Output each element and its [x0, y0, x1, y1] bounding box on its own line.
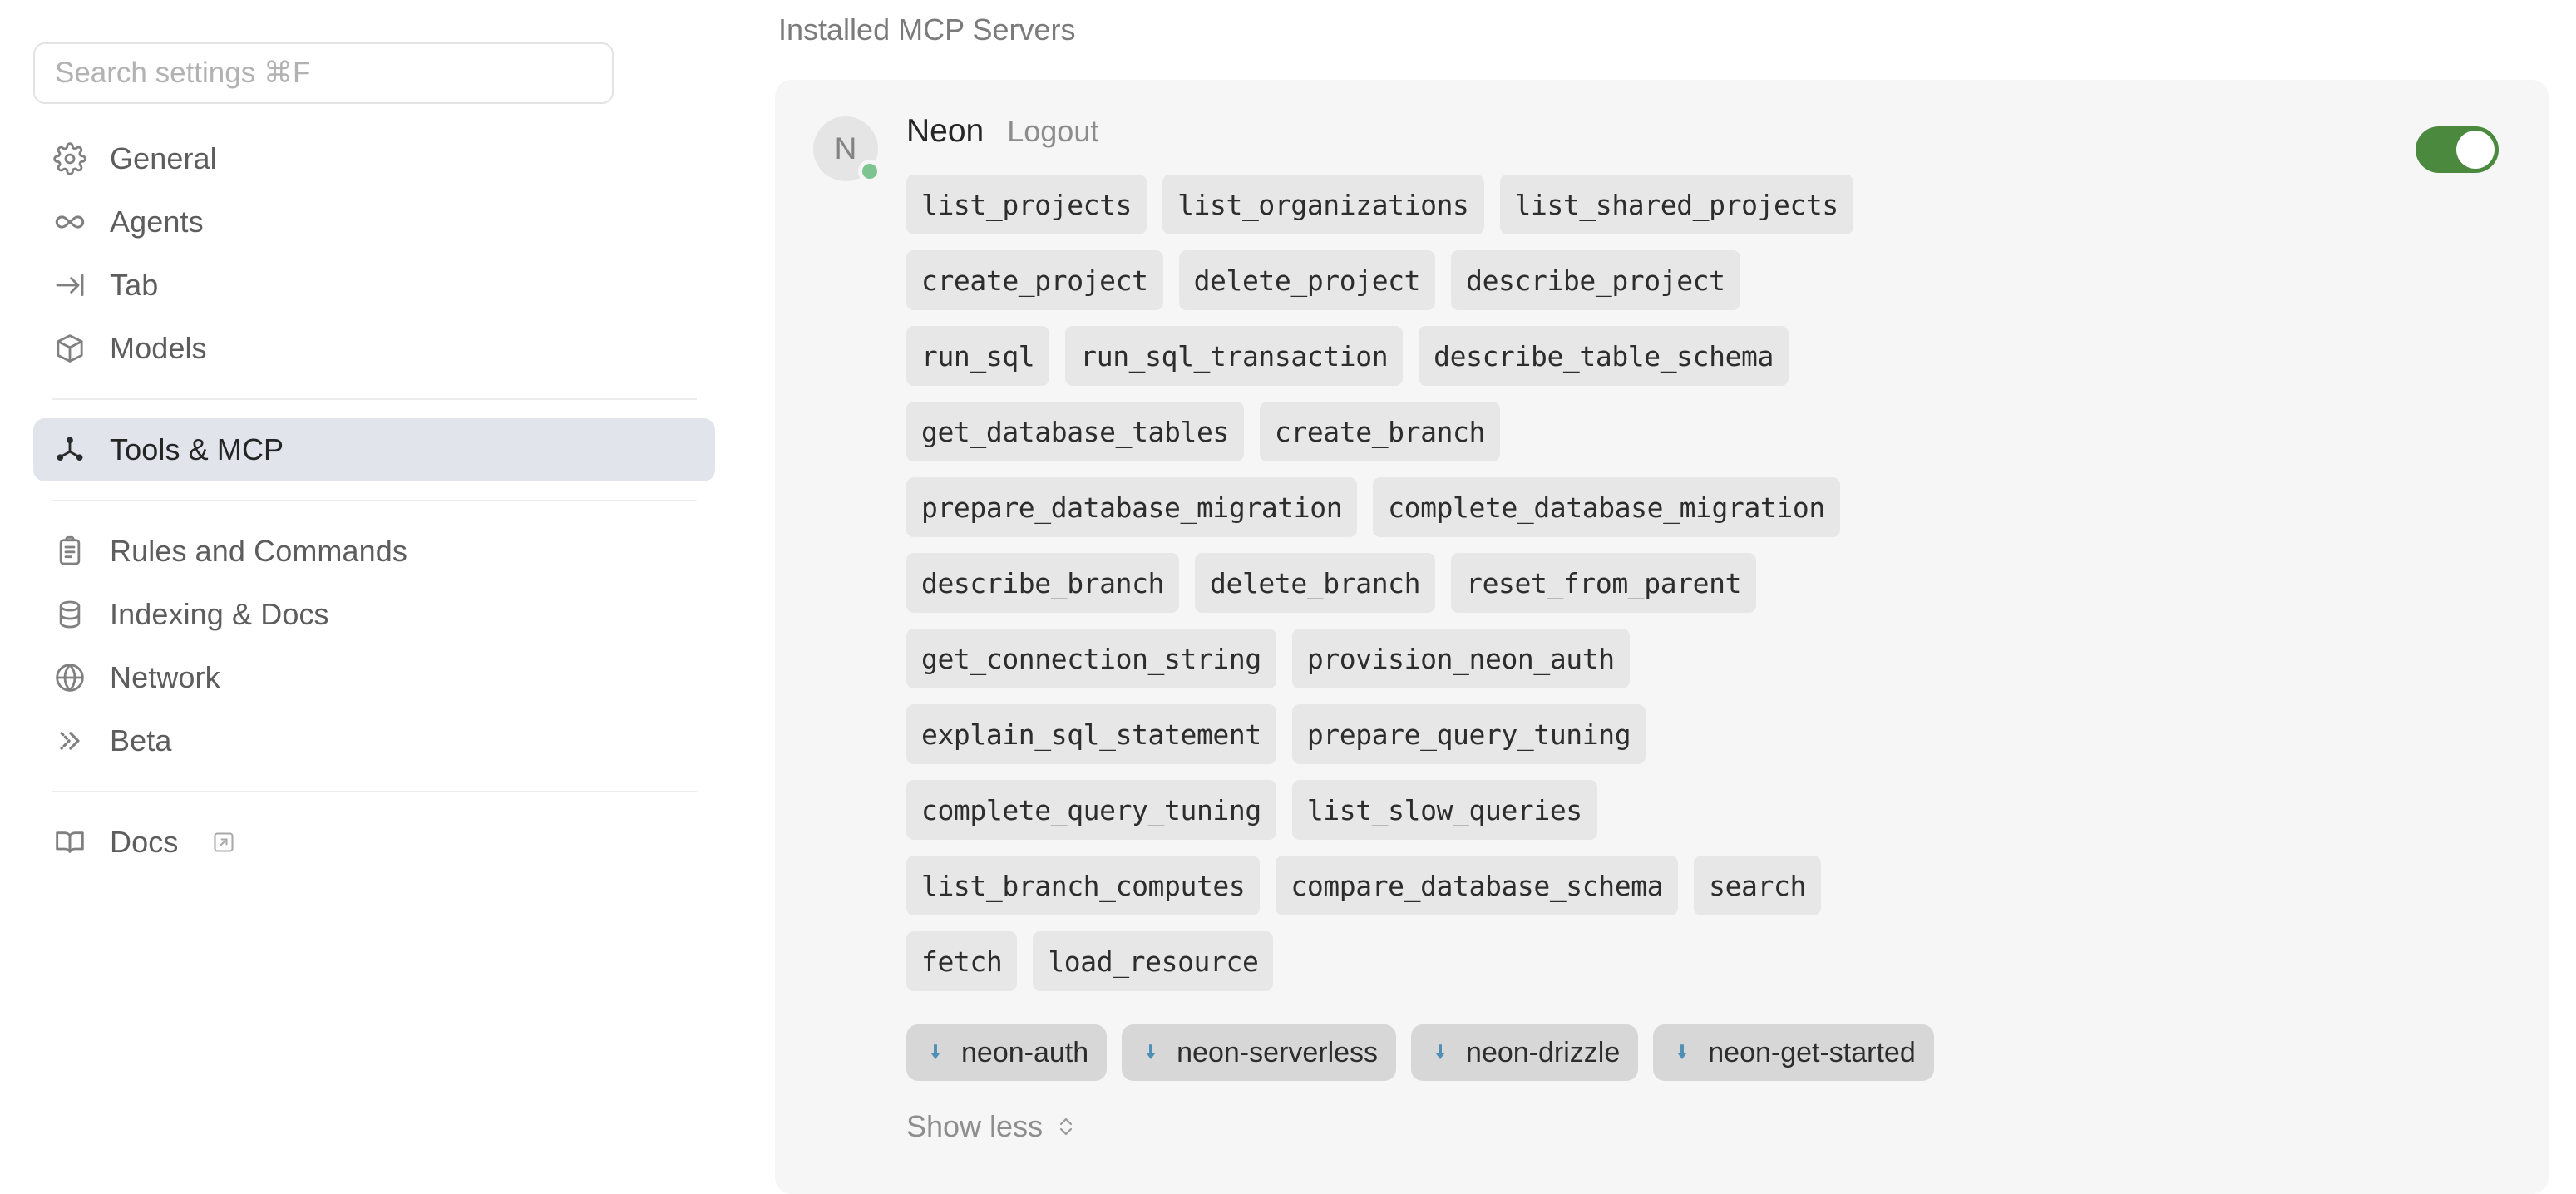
- sidebar-group-secondary: Rules and Commands Indexing & Docs: [33, 520, 715, 772]
- sidebar-item-network[interactable]: Network: [33, 646, 715, 709]
- mcp-server-card-neon: N Neon Logout list_projects list_organiza…: [775, 80, 2549, 1194]
- tool-chip[interactable]: describe_branch: [906, 553, 1180, 613]
- tool-chip[interactable]: delete_project: [1178, 250, 1436, 310]
- tool-chip[interactable]: create_branch: [1259, 402, 1500, 461]
- sidebar-divider-1: [52, 398, 697, 400]
- search-input[interactable]: [55, 57, 592, 90]
- resource-chip-label: neon-get-started: [1708, 1036, 1916, 1068]
- clipboard-icon: [52, 533, 88, 570]
- sidebar-item-label: Models: [110, 331, 207, 365]
- sidebar-item-tab[interactable]: Tab: [33, 254, 715, 317]
- resource-chip[interactable]: neon-serverless: [1122, 1024, 1397, 1081]
- download-arrow-icon: [1429, 1039, 1453, 1066]
- resource-chip-label: neon-serverless: [1177, 1036, 1379, 1068]
- resource-chip-label: neon-auth: [961, 1036, 1089, 1068]
- tool-chip[interactable]: list_projects: [906, 175, 1147, 234]
- main-panel: Installed MCP Servers N Neon Logout list…: [748, 0, 2576, 1194]
- sidebar-divider-3: [52, 791, 697, 792]
- resource-chip[interactable]: neon-get-started: [1653, 1024, 1934, 1081]
- sidebar-group-primary: General Agents Tab: [33, 127, 715, 380]
- sidebar-item-label: Docs: [110, 825, 179, 859]
- sidebar-item-agents[interactable]: Agents: [33, 190, 715, 254]
- gear-icon: [52, 141, 88, 177]
- server-header: N Neon Logout list_projects list_organiza…: [813, 113, 2510, 1144]
- download-arrow-icon: [1140, 1039, 1163, 1066]
- tool-chip[interactable]: list_slow_queries: [1291, 780, 1597, 840]
- server-enabled-toggle[interactable]: [2416, 126, 2499, 173]
- search-settings-box[interactable]: [33, 42, 614, 104]
- sidebar-item-label: Rules and Commands: [110, 534, 407, 568]
- sidebar-item-label: Beta: [110, 723, 172, 757]
- tool-chip[interactable]: describe_project: [1451, 250, 1740, 310]
- tool-chip[interactable]: load_resource: [1033, 931, 1274, 991]
- tool-chip[interactable]: list_organizations: [1162, 175, 1484, 234]
- avatar: N: [813, 116, 881, 183]
- tool-chip[interactable]: get_connection_string: [906, 629, 1276, 688]
- infinity-icon: [52, 204, 88, 240]
- double-chevron-right-icon: [52, 723, 88, 759]
- tool-chip[interactable]: run_sql_transaction: [1065, 326, 1404, 386]
- tool-chip[interactable]: provision_neon_auth: [1291, 629, 1630, 688]
- tool-chip[interactable]: get_database_tables: [906, 402, 1244, 461]
- show-less-label: Show less: [906, 1109, 1044, 1143]
- resource-chip[interactable]: neon-drizzle: [1411, 1024, 1639, 1081]
- sidebar-item-label: Network: [110, 660, 220, 694]
- database-icon: [52, 596, 88, 633]
- resource-chip[interactable]: neon-auth: [906, 1024, 1108, 1081]
- sidebar-item-label: Tools & MCP: [110, 432, 284, 466]
- sidebar-divider-2: [52, 500, 697, 501]
- tool-chip[interactable]: compare_database_schema: [1276, 856, 1679, 915]
- sidebar-item-label: Tab: [110, 268, 159, 302]
- tool-chip-list: list_projects list_organizations list_shar…: [906, 175, 1896, 991]
- sidebar-item-tools-and-mcp[interactable]: Tools & MCP: [33, 418, 715, 481]
- sidebar-group-external: Docs: [33, 811, 715, 874]
- sidebar-group-tools: Tools & MCP: [33, 418, 715, 481]
- settings-sidebar: General Agents Tab: [0, 0, 748, 1194]
- tool-chip[interactable]: prepare_database_migration: [906, 477, 1358, 537]
- download-arrow-icon: [1671, 1039, 1695, 1066]
- tool-chip[interactable]: search: [1694, 856, 1821, 915]
- tool-chip[interactable]: list_shared_projects: [1499, 175, 1853, 234]
- tool-chip[interactable]: complete_database_migration: [1373, 477, 1840, 537]
- sidebar-item-models[interactable]: Models: [33, 317, 715, 380]
- sidebar-item-beta[interactable]: Beta: [33, 709, 715, 772]
- sidebar-item-label: Agents: [110, 205, 204, 239]
- page-title: Installed MCP Servers: [778, 12, 1076, 47]
- logout-button[interactable]: Logout: [1007, 114, 1099, 148]
- sidebar-item-label: Indexing & Docs: [110, 597, 329, 631]
- resource-chip-label: neon-drizzle: [1466, 1036, 1621, 1068]
- sidebar-item-docs[interactable]: Docs: [33, 811, 715, 874]
- tool-chip[interactable]: prepare_query_tuning: [1291, 704, 1646, 764]
- download-arrow-icon: [925, 1039, 948, 1066]
- tab-arrow-icon: [52, 267, 88, 303]
- show-less-button[interactable]: Show less: [906, 1109, 1078, 1144]
- tool-chip[interactable]: delete_branch: [1195, 553, 1436, 613]
- sidebar-item-rules-and-commands[interactable]: Rules and Commands: [33, 520, 715, 583]
- toggle-knob: [2456, 131, 2495, 169]
- tool-chip[interactable]: describe_table_schema: [1419, 326, 1789, 386]
- external-link-icon: [211, 830, 236, 855]
- chevron-expand-icon: [1056, 1113, 1078, 1141]
- tool-chip[interactable]: complete_query_tuning: [906, 780, 1276, 840]
- cube-icon: [52, 330, 88, 367]
- sidebar-item-label: General: [110, 141, 217, 175]
- tool-chip[interactable]: create_project: [906, 250, 1163, 310]
- globe-icon: [52, 659, 88, 696]
- server-header-content: Neon Logout list_projects list_organizati…: [906, 113, 2510, 1144]
- server-name: Neon: [906, 113, 985, 149]
- status-badge: [858, 160, 881, 183]
- tool-chip[interactable]: reset_from_parent: [1451, 553, 1757, 613]
- resource-chip-list: neon-auth neon-serverless neon-drizzle neon…: [906, 1024, 2237, 1081]
- sidebar-item-indexing-and-docs[interactable]: Indexing & Docs: [33, 583, 715, 646]
- tool-chip[interactable]: list_branch_computes: [906, 856, 1261, 915]
- tool-chip[interactable]: run_sql: [906, 326, 1050, 386]
- server-title-row: Neon Logout: [906, 113, 2510, 160]
- network-nodes-icon: [52, 432, 88, 468]
- tool-chip[interactable]: explain_sql_statement: [906, 704, 1276, 764]
- tool-chip[interactable]: fetch: [906, 931, 1018, 991]
- book-icon: [52, 824, 88, 861]
- sidebar-item-general[interactable]: General: [33, 127, 715, 190]
